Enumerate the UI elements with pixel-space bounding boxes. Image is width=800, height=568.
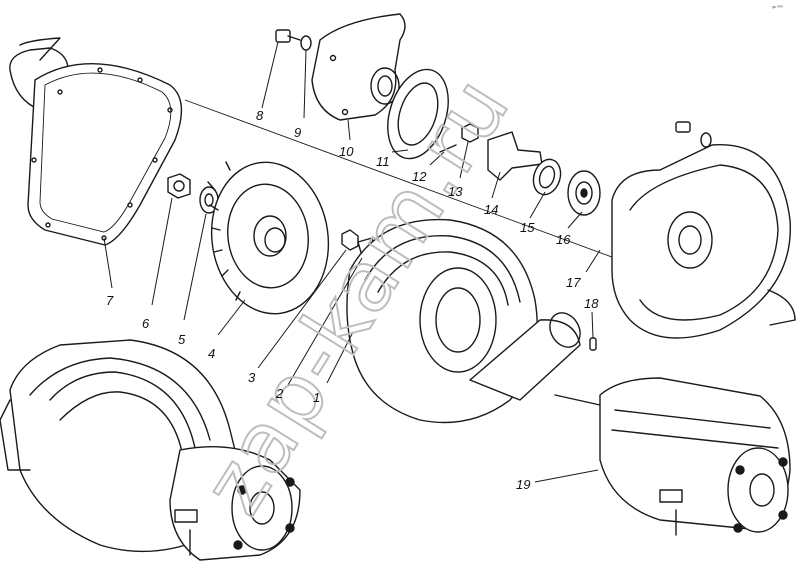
part-15-retaining-ring	[532, 158, 562, 196]
label-18: 18	[584, 296, 599, 311]
label-17: 17	[566, 275, 581, 290]
part-1-volute-casing	[346, 218, 581, 424]
label-19: 19	[516, 477, 530, 492]
part-9-washer	[300, 35, 312, 51]
label-7: 7	[106, 293, 114, 308]
part-8-bolt	[275, 29, 301, 43]
label-8: 8	[256, 108, 264, 123]
part-19-motor-unit	[554, 377, 791, 536]
label-9: 9	[294, 125, 301, 140]
part-3-nut	[341, 229, 359, 251]
label-13: 13	[448, 184, 463, 199]
label-15: 15	[520, 220, 535, 235]
part-11-gasket-ring	[387, 68, 449, 160]
label-2: 2	[275, 386, 284, 401]
label-1: 1	[313, 390, 320, 405]
callout-leaders	[103, 41, 601, 483]
label-12: 12	[412, 169, 427, 184]
label-6: 6	[142, 316, 150, 331]
label-3: 3	[248, 370, 256, 385]
part-12-pin	[439, 144, 457, 153]
label-14: 14	[484, 202, 498, 217]
label-16: 16	[556, 232, 571, 247]
label-10: 10	[339, 144, 354, 159]
label-4: 4	[208, 346, 215, 361]
part-7-gasket	[9, 37, 183, 246]
part-10-bearing-bracket	[311, 13, 406, 121]
part-4-impeller-disk	[207, 161, 330, 315]
label-5: 5	[178, 332, 186, 347]
assembled-pump-unit	[0, 339, 301, 561]
part-16-bearing	[567, 170, 601, 216]
corner-mark: ᵍᵉ ⁰⁰⁰	[772, 5, 783, 11]
part-13-nut	[461, 123, 479, 143]
part-18-pin	[589, 337, 597, 351]
label-11: 11	[376, 154, 390, 169]
part-17-housing	[611, 121, 796, 339]
assembly-axis-line	[184, 99, 621, 261]
part-6-nut	[167, 173, 191, 199]
